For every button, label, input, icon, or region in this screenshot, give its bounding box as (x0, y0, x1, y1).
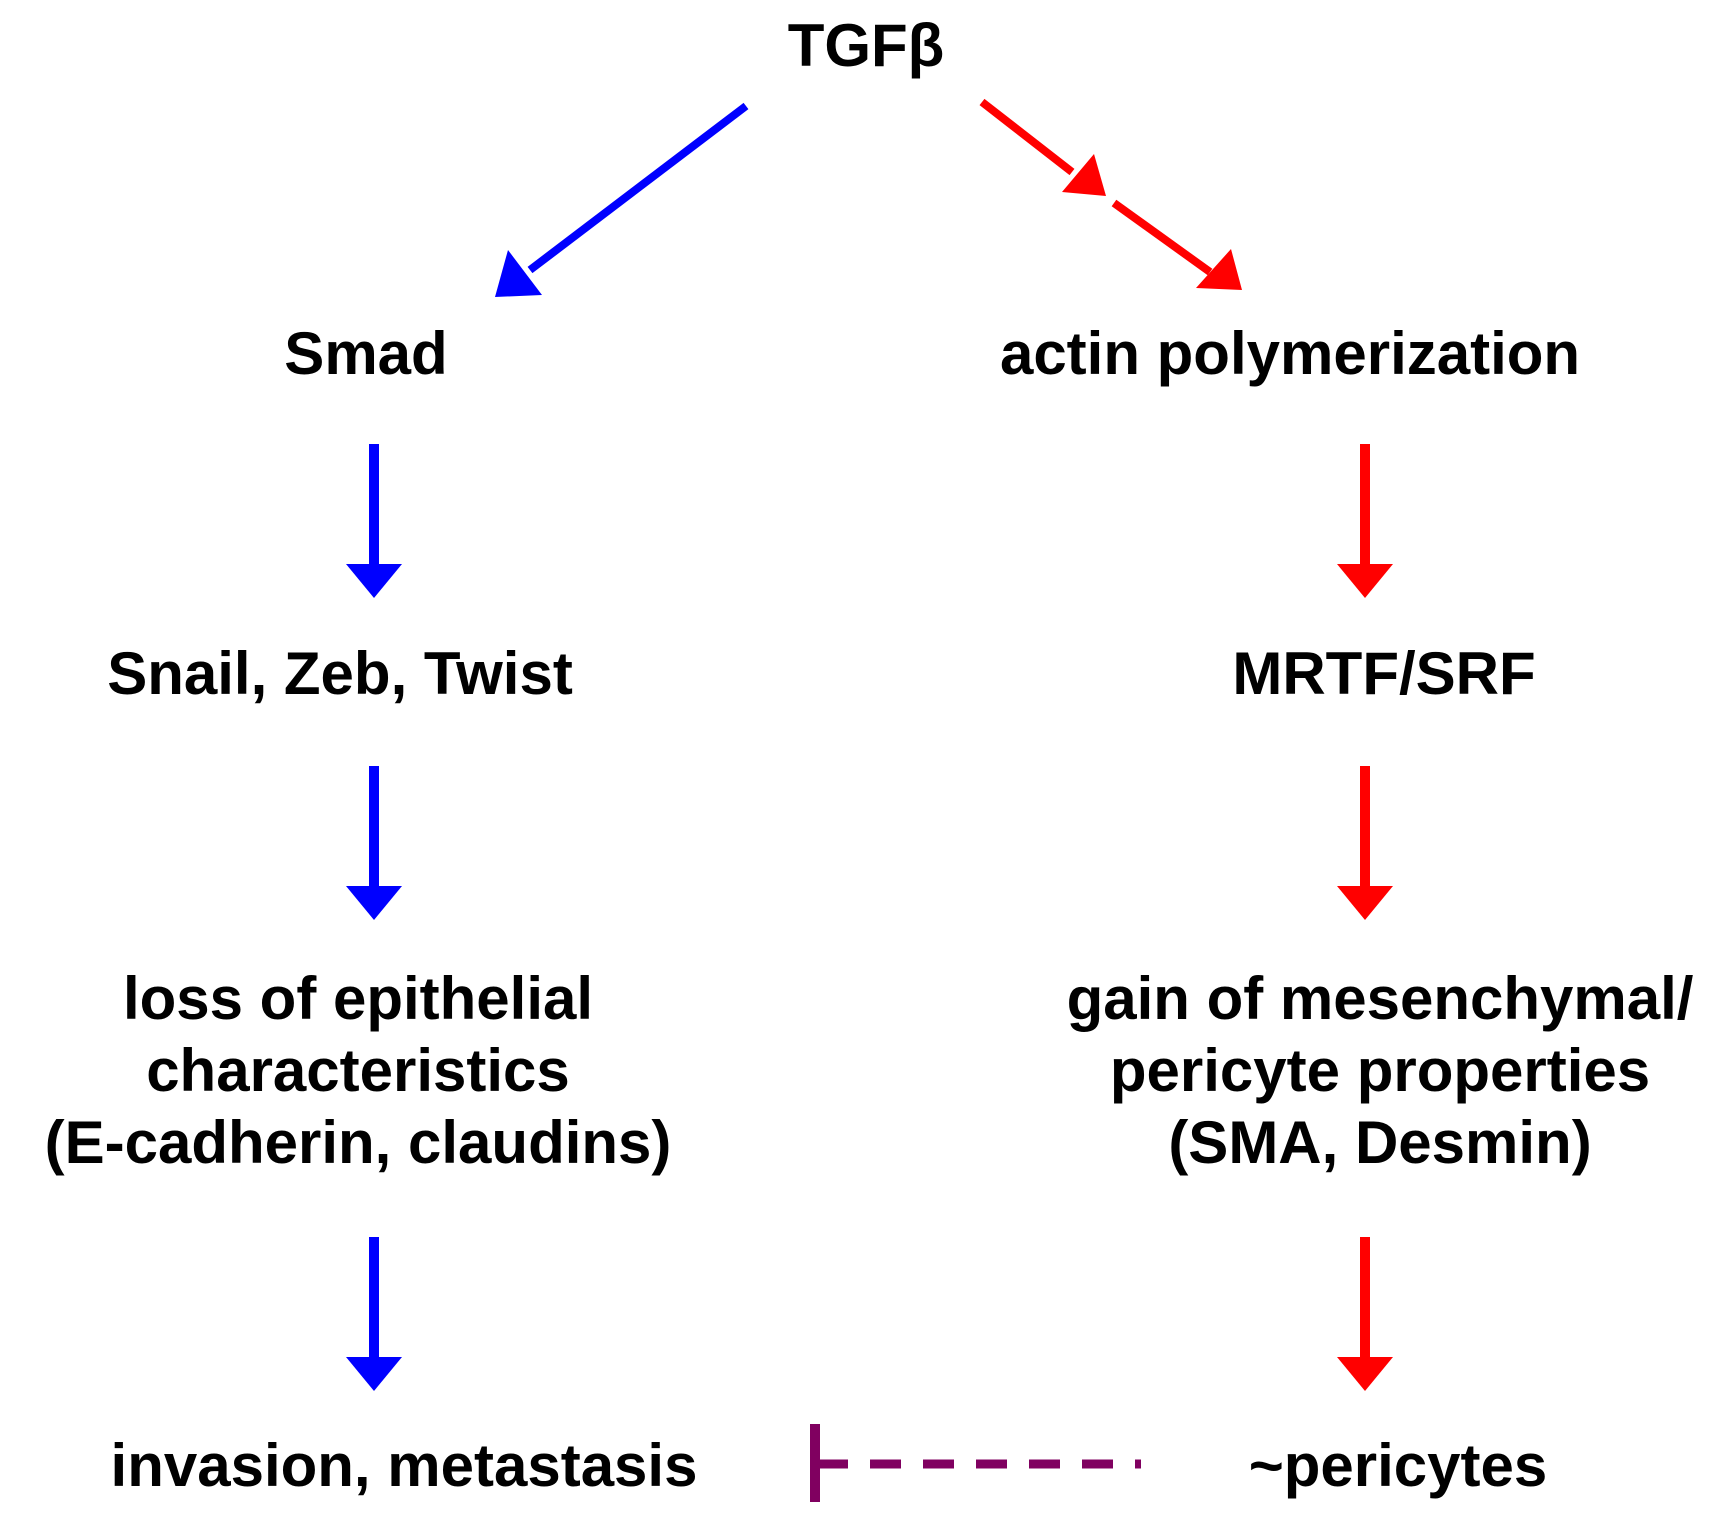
node-actin-polymerization: actin polymerization (999, 320, 1581, 387)
node-gain-line-1: gain of mesenchymal/ (1066, 965, 1694, 1032)
node-loss-line-1: loss of epithelial (122, 965, 594, 1032)
edge-mrtf-gain-arrowhead (1337, 886, 1393, 920)
node-gain-line-2: pericyte properties (1109, 1037, 1651, 1104)
node-loss-line-3: (E-cadherin, claudins) (44, 1109, 672, 1176)
edge-tgfb-actin-arrowhead-1 (1062, 154, 1106, 196)
edge-smad-snail (346, 444, 402, 598)
node-pericytes: ~pericytes (1248, 1432, 1548, 1499)
edge-tgfb-actin-arrowhead-2 (1196, 249, 1242, 290)
edge-gain-pericytes (1337, 1237, 1393, 1391)
edge-smad-snail-arrowhead (346, 564, 402, 598)
edge-gain-pericytes-arrowhead (1337, 1357, 1393, 1391)
edge-loss-invasion-arrowhead (346, 1357, 402, 1391)
edge-loss-invasion (346, 1237, 402, 1391)
edge-pericytes-invasion-inhibition (810, 1424, 1141, 1502)
edge-mrtf-gain (1337, 766, 1393, 920)
edge-tgfb-actin-shaft-2 (1111, 199, 1213, 276)
edge-tgfb-smad (495, 102, 749, 297)
node-loss-line-2: characteristics (146, 1037, 570, 1104)
node-gain-mesenchymal: gain of mesenchymal/ pericyte properties… (1067, 963, 1694, 1179)
node-tgfb: TGFβ (787, 12, 945, 79)
edge-actin-mrtf (1337, 444, 1393, 598)
edge-tgfb-actin (979, 98, 1242, 290)
node-snail-zeb-twist: Snail, Zeb, Twist (107, 640, 573, 707)
node-invasion-metastasis: invasion, metastasis (110, 1432, 698, 1499)
edge-tgfb-actin-shaft-1 (979, 98, 1075, 176)
edge-snail-loss (346, 766, 402, 920)
edge-tgfb-smad-arrowhead (495, 250, 542, 297)
node-mrtf-srf: MRTF/SRF (1232, 640, 1536, 707)
node-loss-epithelial: loss of epithelial characteristics (E-ca… (45, 963, 672, 1179)
edge-actin-mrtf-arrowhead (1337, 564, 1393, 598)
node-gain-line-3: (SMA, Desmin) (1168, 1109, 1592, 1176)
edge-snail-loss-arrowhead (346, 886, 402, 920)
edge-tgfb-smad-shaft (527, 102, 749, 274)
node-smad: Smad (284, 320, 448, 387)
